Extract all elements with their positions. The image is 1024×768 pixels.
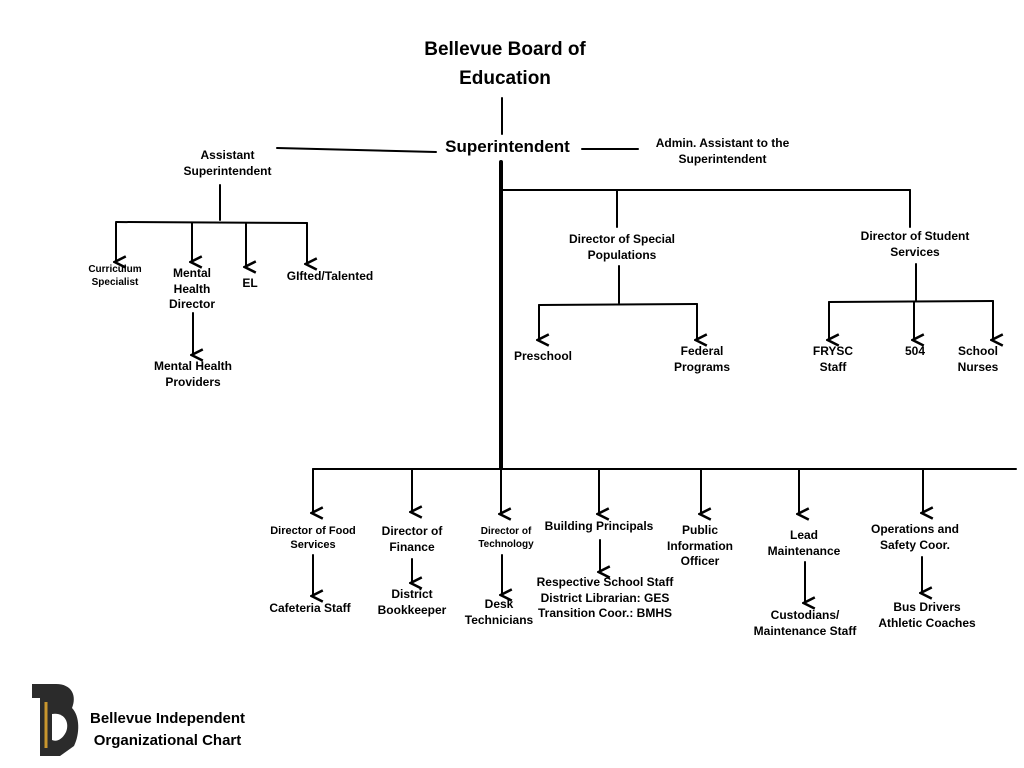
building-principals-node: Building Principals [544, 519, 654, 533]
school-nurses-node: School Nurses [957, 344, 999, 374]
mental-health-providers-node: Mental Health Providers [153, 359, 232, 389]
footer-line-1: Bellevue Independent [90, 710, 246, 727]
504-node: 504 [904, 344, 926, 358]
director-finance-node: Director of Finance [381, 524, 443, 554]
bellevue-logo-icon [32, 684, 79, 756]
superintendent-node: Superintendent [445, 137, 570, 156]
special-pop-bar [538, 303, 698, 306]
public-information-officer-node: Public Information Officer [667, 523, 733, 569]
curriculum-specialist-node: Curriculum Specialist [88, 264, 142, 288]
el-node: EL [242, 276, 258, 290]
director-food-services-node: Director of Food Services [270, 525, 356, 552]
district-bookkeeper-node: District Bookkeeper [377, 587, 447, 617]
bus-athletic-node: Bus Drivers Athletic Coaches [878, 600, 976, 630]
lead-maintenance-node: Lead Maintenance [767, 528, 841, 558]
federal-programs-node: Federal Programs [673, 344, 731, 374]
gifted-talented-node: GIfted/Talented [286, 269, 374, 283]
frysc-staff-node: FRYSC Staff [812, 344, 854, 374]
director-special-populations-node: Director of Special Populations [568, 232, 676, 262]
preschool-node: Preschool [513, 349, 573, 363]
board-of-education-title: Bellevue Board of Education [424, 39, 586, 89]
assistant-superintendent-node: Assistant Superintendent [183, 148, 272, 178]
admin-assistant-node: Admin. Assistant to the Superintendent [655, 136, 790, 166]
desk-technicians-node: Desk Technicians [464, 597, 534, 627]
assistant-link-line [276, 147, 437, 153]
footer-caption: Bellevue Independent Organizational Char… [90, 708, 245, 752]
mental-health-director-node: Mental Health Director [168, 266, 215, 312]
assistant-bar-line [115, 221, 308, 224]
director-technology-node: Director of Technology [478, 526, 534, 550]
footer-line-2: Organizational Chart [93, 731, 242, 749]
principal-staff-node: Respective School Staff District Librari… [536, 575, 674, 621]
custodians-maintenance-node: Custodians/ Maintenance Staff [753, 608, 857, 638]
operations-safety-node: Operations and Safety Coor. [870, 522, 959, 552]
cafeteria-staff-node: Cafeteria Staff [269, 601, 351, 615]
director-student-services-node: Director of Student Services [860, 229, 970, 259]
student-services-bar [828, 300, 994, 303]
